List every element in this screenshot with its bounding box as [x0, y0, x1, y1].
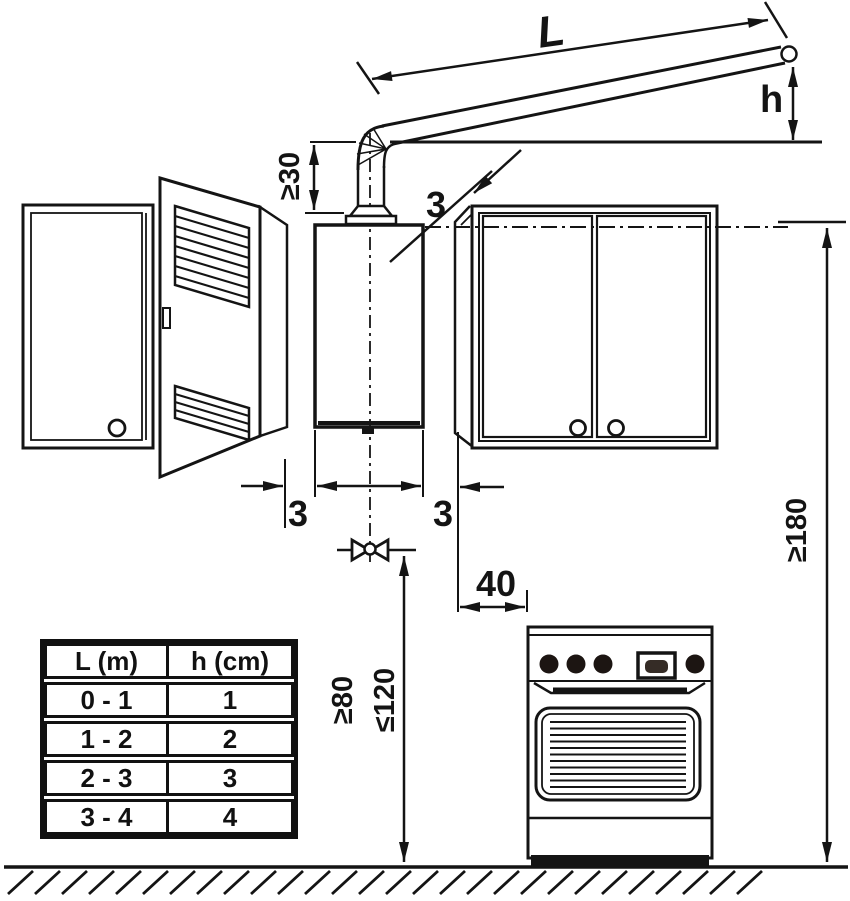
table-row: 0 - 1 1: [44, 682, 294, 718]
boiler: [313, 133, 425, 566]
vented-door: [158, 176, 289, 480]
flue-duct: [381, 45, 782, 128]
table-header-L: L (m): [47, 646, 169, 676]
cabinet-knob: [569, 419, 587, 437]
valve-body: [350, 537, 372, 563]
right-cabinet: [453, 204, 719, 450]
cabinet-door-left: [481, 214, 594, 439]
cell-L-range: 3 - 4: [47, 802, 169, 832]
label-clearance-above-boiler: ≥30: [274, 152, 306, 200]
table-header-h: h (cm): [191, 646, 269, 676]
label-clearance-right: 3: [433, 493, 453, 534]
table-header-row: L (m) h (cm): [44, 643, 294, 679]
dim-stove-gap: 40: [460, 563, 528, 612]
valve-stem: [363, 542, 377, 556]
left-cabinet: [21, 203, 155, 450]
stove-knob: [566, 654, 586, 674]
label-flue-length: L: [534, 6, 567, 58]
gas-valve: [337, 537, 416, 563]
cabinet-knob: [607, 419, 625, 437]
door-handle: [162, 307, 171, 329]
cell-h-value: 1: [222, 685, 238, 715]
dim-terminal-rise: h: [760, 67, 798, 140]
floor-hatching: [7, 869, 763, 896]
table-row: 1 - 2 2: [44, 721, 294, 757]
dim-above-stove: ≥180: [778, 220, 846, 862]
oven-window: [534, 706, 702, 802]
flue-sizing-table: L (m) h (cm) 0 - 1 1 1 - 2 2 2 - 3 3 3 -…: [40, 639, 298, 839]
ground: [4, 865, 848, 896]
flue-elbow: [356, 124, 385, 171]
oven-handle: [533, 681, 706, 695]
stove-knob: [685, 654, 705, 674]
label-terminal-rise: h: [760, 79, 783, 121]
cabinet-side-panel: [453, 205, 474, 448]
table-row: 3 - 4 4: [44, 799, 294, 835]
table-row: 2 - 3 3: [44, 760, 294, 796]
cell-h-value: 4: [222, 802, 238, 832]
label-clearance-above-stove: ≥180: [781, 498, 813, 562]
flue-outlet: [780, 45, 798, 63]
dim-flue-length: L: [355, 1, 789, 95]
dim-valve-height: ≥80 ≤120: [327, 556, 409, 862]
cabinet-door-right: [595, 214, 708, 439]
cell-h-value: 2: [222, 724, 238, 754]
dim-side-gaps: 3 3: [241, 430, 504, 612]
label-stove-gap: 40: [476, 563, 516, 604]
door-edge-face: [258, 204, 289, 438]
stove-plinth: [531, 855, 709, 867]
label-valve-min: ≥80: [327, 676, 359, 724]
label-clearance-left: 3: [288, 493, 308, 534]
draft-hood: [347, 204, 395, 218]
label-valve-max: ≤120: [369, 668, 401, 732]
cell-L-range: 2 - 3: [47, 763, 169, 793]
stove-knob: [539, 654, 559, 674]
stove: [526, 625, 714, 867]
cell-h-value: 3: [222, 763, 238, 793]
cell-L-range: 1 - 2: [47, 724, 169, 754]
cell-L-range: 0 - 1: [47, 685, 169, 715]
cabinet-knob: [107, 418, 127, 438]
gas-connection: [362, 426, 374, 434]
label-clearance-top: 3: [426, 184, 446, 225]
dim-above-boiler: ≥30: [274, 141, 356, 214]
dim-top-gap: 3: [389, 149, 522, 263]
stove-knob: [593, 654, 613, 674]
